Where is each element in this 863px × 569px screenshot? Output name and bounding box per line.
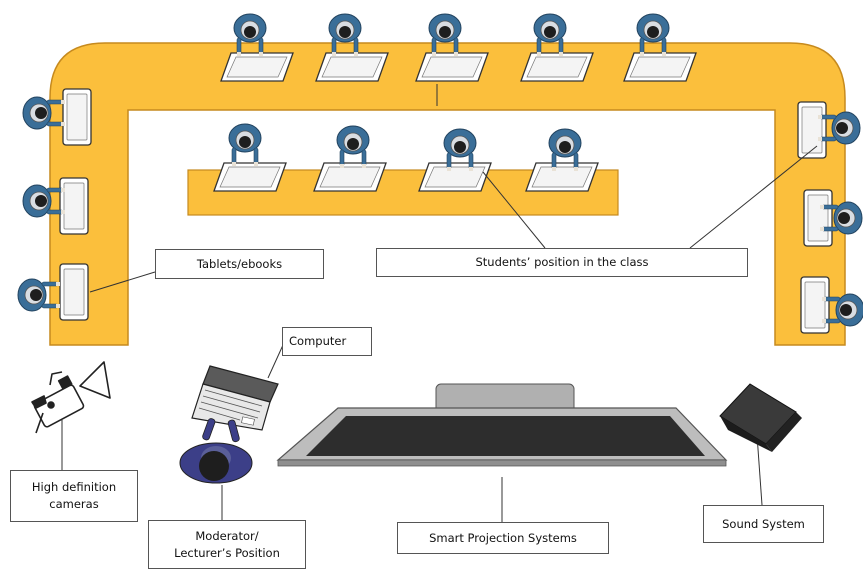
leader-students-right [689, 145, 818, 249]
leader-students-left [482, 171, 546, 249]
student-mid-3 [418, 128, 492, 192]
camera-icon [31, 361, 111, 434]
label-computer: Computer [282, 327, 372, 356]
label-students-position: Students’ position in the class [376, 248, 748, 277]
moderator-figure [179, 418, 253, 484]
leader-sound [756, 434, 763, 506]
laptop-icon [191, 365, 279, 431]
leader-computer [267, 344, 284, 379]
student-mid-1 [213, 123, 287, 192]
label-sound-system: Sound System [703, 505, 824, 543]
student-mid-4 [525, 128, 599, 192]
speaker-icon [719, 383, 802, 452]
student-mid-2 [313, 125, 387, 192]
label-moderator-position: Moderator/ Lecturer’s Position [148, 520, 306, 569]
smart-projection-icon [276, 383, 728, 467]
u-shaped-desk [49, 42, 846, 346]
leader-tablets [89, 271, 156, 293]
label-hd-cameras: High definition cameras [10, 470, 138, 522]
label-tablets-ebooks: Tablets/ebooks [155, 249, 324, 279]
label-smart-projection: Smart Projection Systems [397, 522, 609, 554]
